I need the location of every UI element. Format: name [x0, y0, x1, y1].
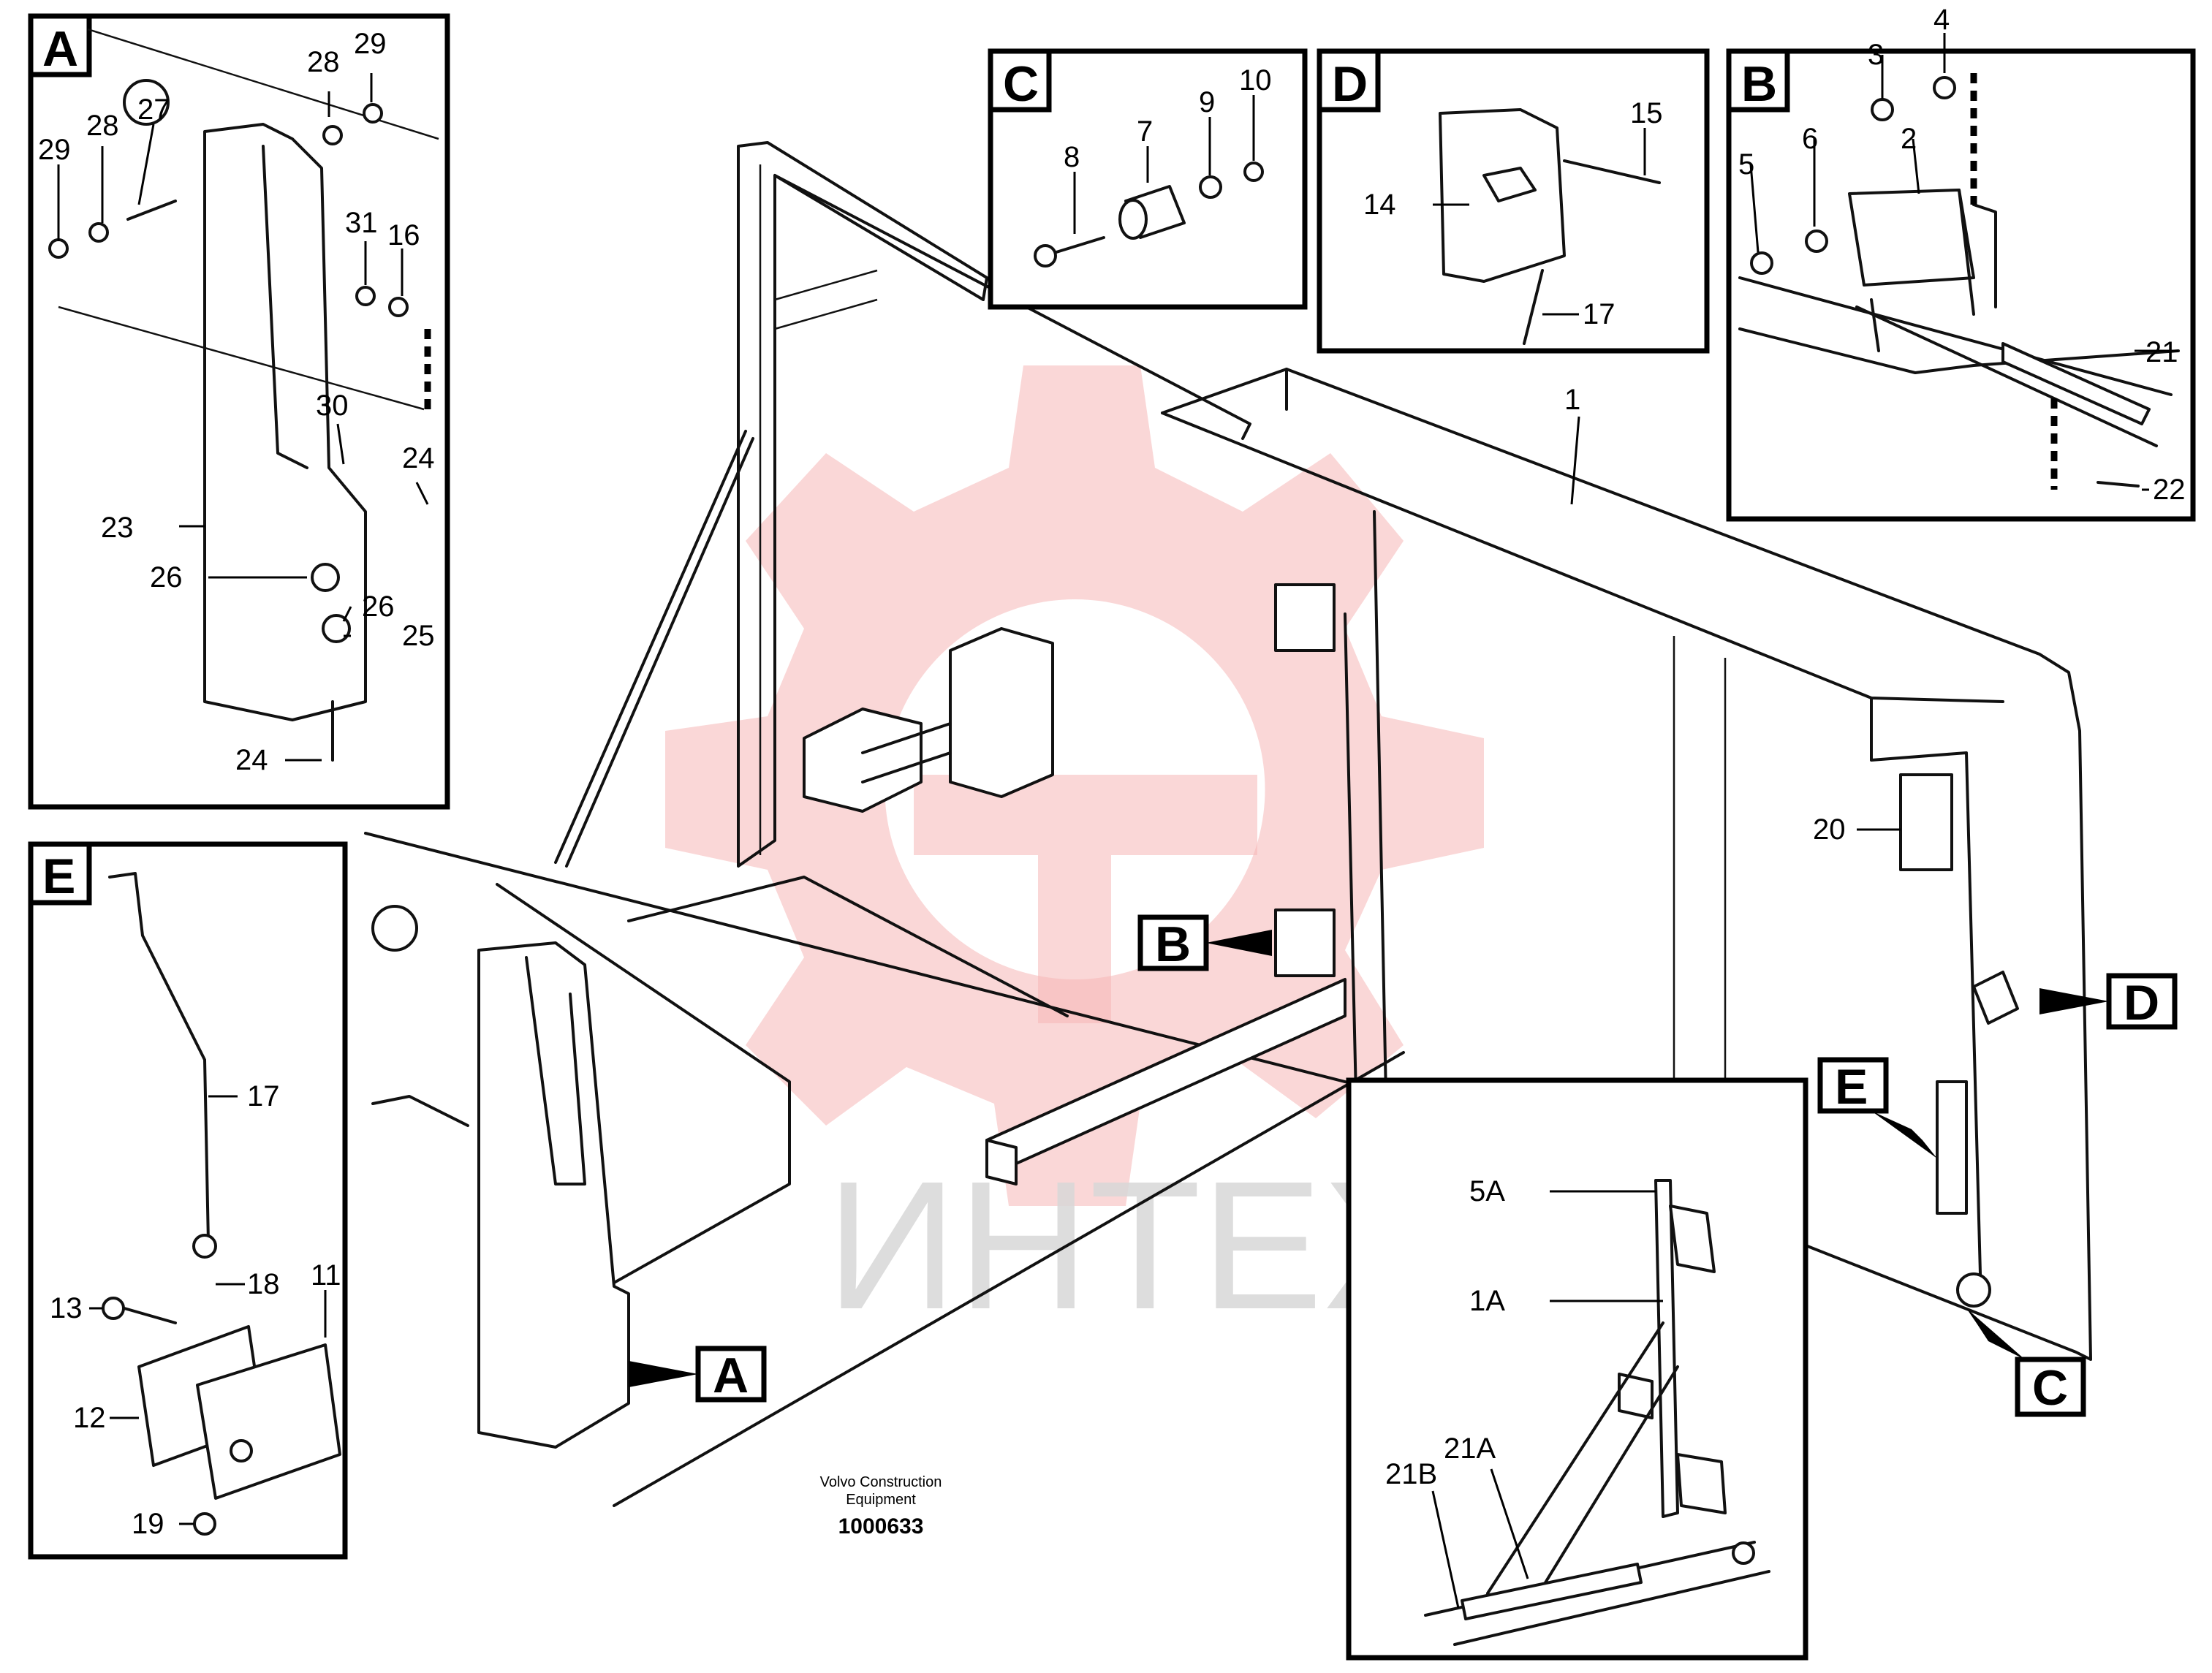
detail-e-rod [108, 872, 210, 1244]
a-label-28a: 28 [307, 46, 340, 78]
detail-d-letter: D [1332, 56, 1368, 112]
detail-inset-strut: 5A 1A 21A 21B [1346, 1077, 1808, 1661]
detail-c-letter: C [1003, 56, 1039, 112]
callout-a-letter: A [713, 1348, 749, 1403]
a-label-24b: 24 [235, 744, 268, 776]
detail-b-letter: B [1741, 56, 1777, 112]
c-label-9: 9 [1199, 86, 1215, 118]
a-label-26a: 26 [150, 561, 183, 593]
d-label-15: 15 [1630, 97, 1663, 129]
inset-label-21B: 21B [1385, 1458, 1437, 1490]
detail-b-frame [1726, 48, 2196, 522]
callout-box-e [1817, 1057, 1889, 1114]
callout-a-arrow [629, 1361, 698, 1387]
e-label-12: 12 [73, 1402, 106, 1434]
a-label-16: 16 [387, 219, 420, 251]
a-label-30: 30 [316, 390, 349, 422]
b-label-4: 4 [1933, 4, 1950, 36]
detail-a-tag [28, 13, 92, 77]
detail-c: C 8 7 9 10 [988, 48, 1308, 310]
callout-e-letter: E [1835, 1059, 1868, 1115]
detail-b-hinge [1848, 189, 1975, 287]
detail-b: B 4 3 5 6 2 21 22 [1726, 4, 2196, 522]
b-label-2: 2 [1901, 123, 1917, 155]
detail-c-tag [988, 48, 1052, 113]
e-label-19: 19 [132, 1508, 164, 1540]
detail-e: E 17 18 13 11 12 19 [28, 841, 348, 1560]
a-label-23: 23 [101, 512, 134, 544]
a-label-25: 25 [402, 620, 435, 652]
d-label-14: 14 [1363, 189, 1396, 221]
detail-a-letter: A [42, 21, 78, 77]
callout-d-arrow [2039, 988, 2109, 1014]
callout-c-letter: C [2032, 1360, 2068, 1416]
upper-hinge-body [1274, 583, 1336, 652]
watermark-gear-logo [665, 365, 1484, 1206]
detail-e-latch [196, 1343, 341, 1500]
c-label-8: 8 [1064, 141, 1080, 173]
a-label-27: 27 [137, 94, 170, 126]
inset-label-5A: 5A [1469, 1175, 1505, 1207]
credit-line-1: Volvo Construction [820, 1474, 942, 1490]
detail-d: D 15 14 17 [1317, 48, 1710, 354]
main-callouts: B A C D E 1 20 [629, 384, 2178, 1417]
drawing-number: 1000633 [838, 1514, 924, 1539]
callout-b-letter: B [1155, 917, 1191, 972]
inset-label-21A: 21A [1444, 1433, 1496, 1465]
b-label-3: 3 [1868, 39, 1884, 71]
a-label-24a: 24 [402, 442, 435, 474]
a-label-31: 31 [345, 207, 378, 239]
detail-e-letter: E [42, 849, 75, 904]
b-label-22: 22 [2153, 474, 2186, 506]
e-label-18: 18 [247, 1268, 280, 1300]
d-label-17: 17 [1583, 298, 1616, 330]
detail-b-tag [1726, 48, 1790, 113]
lower-hinge-body [1274, 908, 1336, 977]
credit-line-2: Equipment [846, 1492, 916, 1508]
a-label-29a: 29 [354, 28, 387, 60]
detail-e-tag [28, 841, 92, 906]
detail-d-tag [1317, 48, 1381, 113]
watermark-text: ИНТЕХ [826, 1143, 1444, 1347]
e-label-17: 17 [247, 1080, 280, 1112]
label-part-20: 20 [1813, 813, 1846, 846]
callout-box-c [2015, 1357, 2086, 1417]
a-label-28b: 28 [86, 110, 119, 142]
e-label-13: 13 [50, 1292, 83, 1324]
b-label-21: 21 [2145, 336, 2178, 368]
callout-b-arrow [1206, 930, 1272, 956]
c-label-7: 7 [1137, 115, 1153, 148]
callout-e-arrow [1871, 1111, 1937, 1158]
b-label-6: 6 [1802, 123, 1818, 155]
detail-a: A 28 29 29 28 27 31 16 30 24 23 26 26 25… [28, 13, 450, 810]
b-label-5: 5 [1738, 148, 1754, 181]
credit-block: Volvo Construction Equipment 1000633 [820, 1474, 942, 1539]
callout-c-arrow [1966, 1308, 2025, 1359]
main-assembly [364, 141, 2092, 1507]
inset-frame [1346, 1077, 1808, 1661]
callout-d-letter: D [2124, 975, 2159, 1031]
e-label-11: 11 [311, 1259, 341, 1291]
detail-d-bracket [1439, 108, 1566, 283]
label-part-1: 1 [1564, 384, 1580, 416]
c-label-10: 10 [1239, 64, 1272, 96]
inset-label-1A: 1A [1469, 1285, 1505, 1317]
a-label-26b: 26 [362, 591, 395, 623]
latch-handle-post [477, 941, 630, 1449]
a-label-29b: 29 [38, 134, 71, 166]
